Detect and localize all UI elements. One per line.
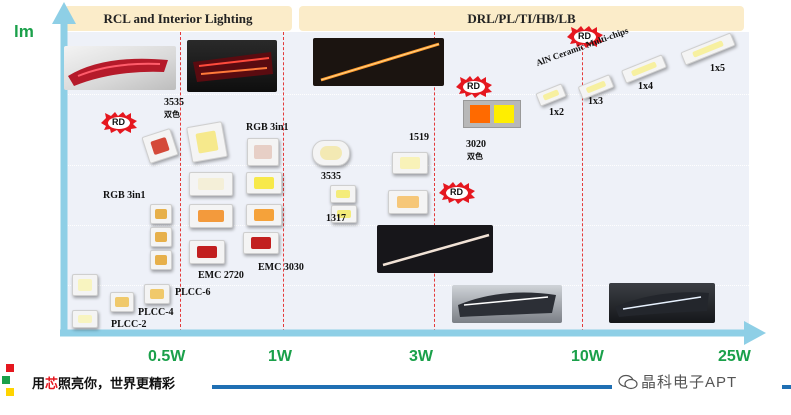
rd-badge-label: RD [467, 81, 480, 91]
led-3030-amber [246, 204, 282, 226]
logo-squares [2, 364, 14, 400]
label-1x5: 1x5 [710, 63, 725, 74]
x-tick-10w: 10W [571, 348, 604, 365]
divider-1w [283, 32, 284, 332]
footer-brand: 晶科电子APT [641, 374, 738, 391]
x-tick-25w: 25W [718, 348, 751, 365]
x-tick-0-5w: 0.5W [148, 348, 186, 365]
divider-0-5w [180, 32, 181, 332]
gridline [64, 94, 749, 95]
x-tick-3w: 3W [409, 348, 433, 365]
footer-brand-box [612, 372, 782, 394]
rd-badge-label: RD [450, 187, 463, 197]
banner-rcl-label: RCL and Interior Lighting [103, 10, 253, 26]
gridline [64, 285, 749, 286]
label-rgb3in1-left: RGB 3in1 [103, 190, 146, 201]
led-plcc4 [110, 292, 134, 312]
banner-drl: DRL/PL/TI/HB/LB [299, 6, 744, 31]
slogan-part-1: 用 [32, 376, 46, 391]
label-1x3: 1x3 [588, 96, 603, 107]
label-1519: 1519 [409, 132, 429, 143]
led-rgb-3in1 [150, 227, 172, 247]
label-emc2720: EMC 2720 [198, 270, 244, 281]
slogan-highlight: 芯 [45, 376, 59, 391]
wechat-icon [618, 374, 638, 390]
slogan-part-2: 照亮你，世界更精彩 [58, 376, 176, 391]
label-plcc6: PLCC-6 [175, 287, 211, 298]
headlamp-photo-1 [452, 285, 562, 323]
led-3535-dome [312, 140, 350, 166]
banner-rcl-interior: RCL and Interior Lighting [64, 6, 292, 31]
rd-badge: RD [566, 26, 604, 48]
led-plcc6 [144, 284, 170, 304]
led-2720-white [189, 172, 233, 196]
label-1x2: 1x2 [549, 107, 564, 118]
led-rgb-3in1 [150, 204, 172, 224]
led-plcc2 [72, 310, 98, 328]
led-emc2720 [189, 240, 225, 264]
divider-3w [434, 32, 435, 332]
led-2720-amber [189, 204, 233, 228]
label-plcc4: PLCC-4 [138, 307, 174, 318]
headlamp-photo-2 [609, 283, 715, 323]
rd-badge-label: RD [578, 31, 591, 41]
x-tick-1w: 1W [268, 348, 292, 365]
led-rgb-3in1 [150, 250, 172, 270]
label-1317: 1317 [326, 213, 346, 224]
led-rgb-3in1-1w [247, 138, 279, 166]
label-3535-left: 3535 [164, 97, 184, 108]
y-axis-label: lm [14, 22, 34, 41]
label-3020-sub: 双色 [467, 152, 483, 161]
label-3020: 3020 [466, 139, 486, 150]
led-plcc2-large [72, 274, 98, 296]
led-3020-bicolor [463, 100, 521, 128]
divider-10w [582, 32, 583, 332]
led-1317 [331, 205, 357, 223]
tail-light-photo-1 [64, 46, 176, 90]
plot-area [64, 32, 749, 332]
label-plcc2: PLCC-2 [111, 319, 147, 330]
label-3535-left-sub: 双色 [164, 110, 180, 119]
label-1x4: 1x4 [638, 81, 653, 92]
banner-drl-label: DRL/PL/TI/HB/LB [467, 10, 576, 26]
led-midpower-large [186, 121, 228, 163]
drl-white-photo [377, 225, 493, 273]
tail-light-photo-2 [187, 40, 277, 92]
footer-line [212, 385, 791, 389]
led-1317-small [330, 185, 356, 203]
rd-badge: RD [455, 76, 493, 98]
led-1519 [392, 152, 428, 174]
drl-amber-photo [313, 38, 444, 86]
label-rgb3in1-top: RGB 3in1 [246, 122, 289, 133]
led-3030-yellow [246, 172, 282, 194]
label-emc3030: EMC 3030 [258, 262, 304, 273]
rd-badge: RD [438, 182, 476, 204]
label-3535-mid: 3535 [321, 171, 341, 182]
rd-badge-label: RD [112, 117, 125, 127]
led-1519-amber [388, 190, 428, 214]
footer-slogan: 用芯照亮你，世界更精彩 [32, 373, 175, 392]
rd-badge: RD [100, 112, 138, 134]
led-emc3030 [243, 232, 279, 254]
